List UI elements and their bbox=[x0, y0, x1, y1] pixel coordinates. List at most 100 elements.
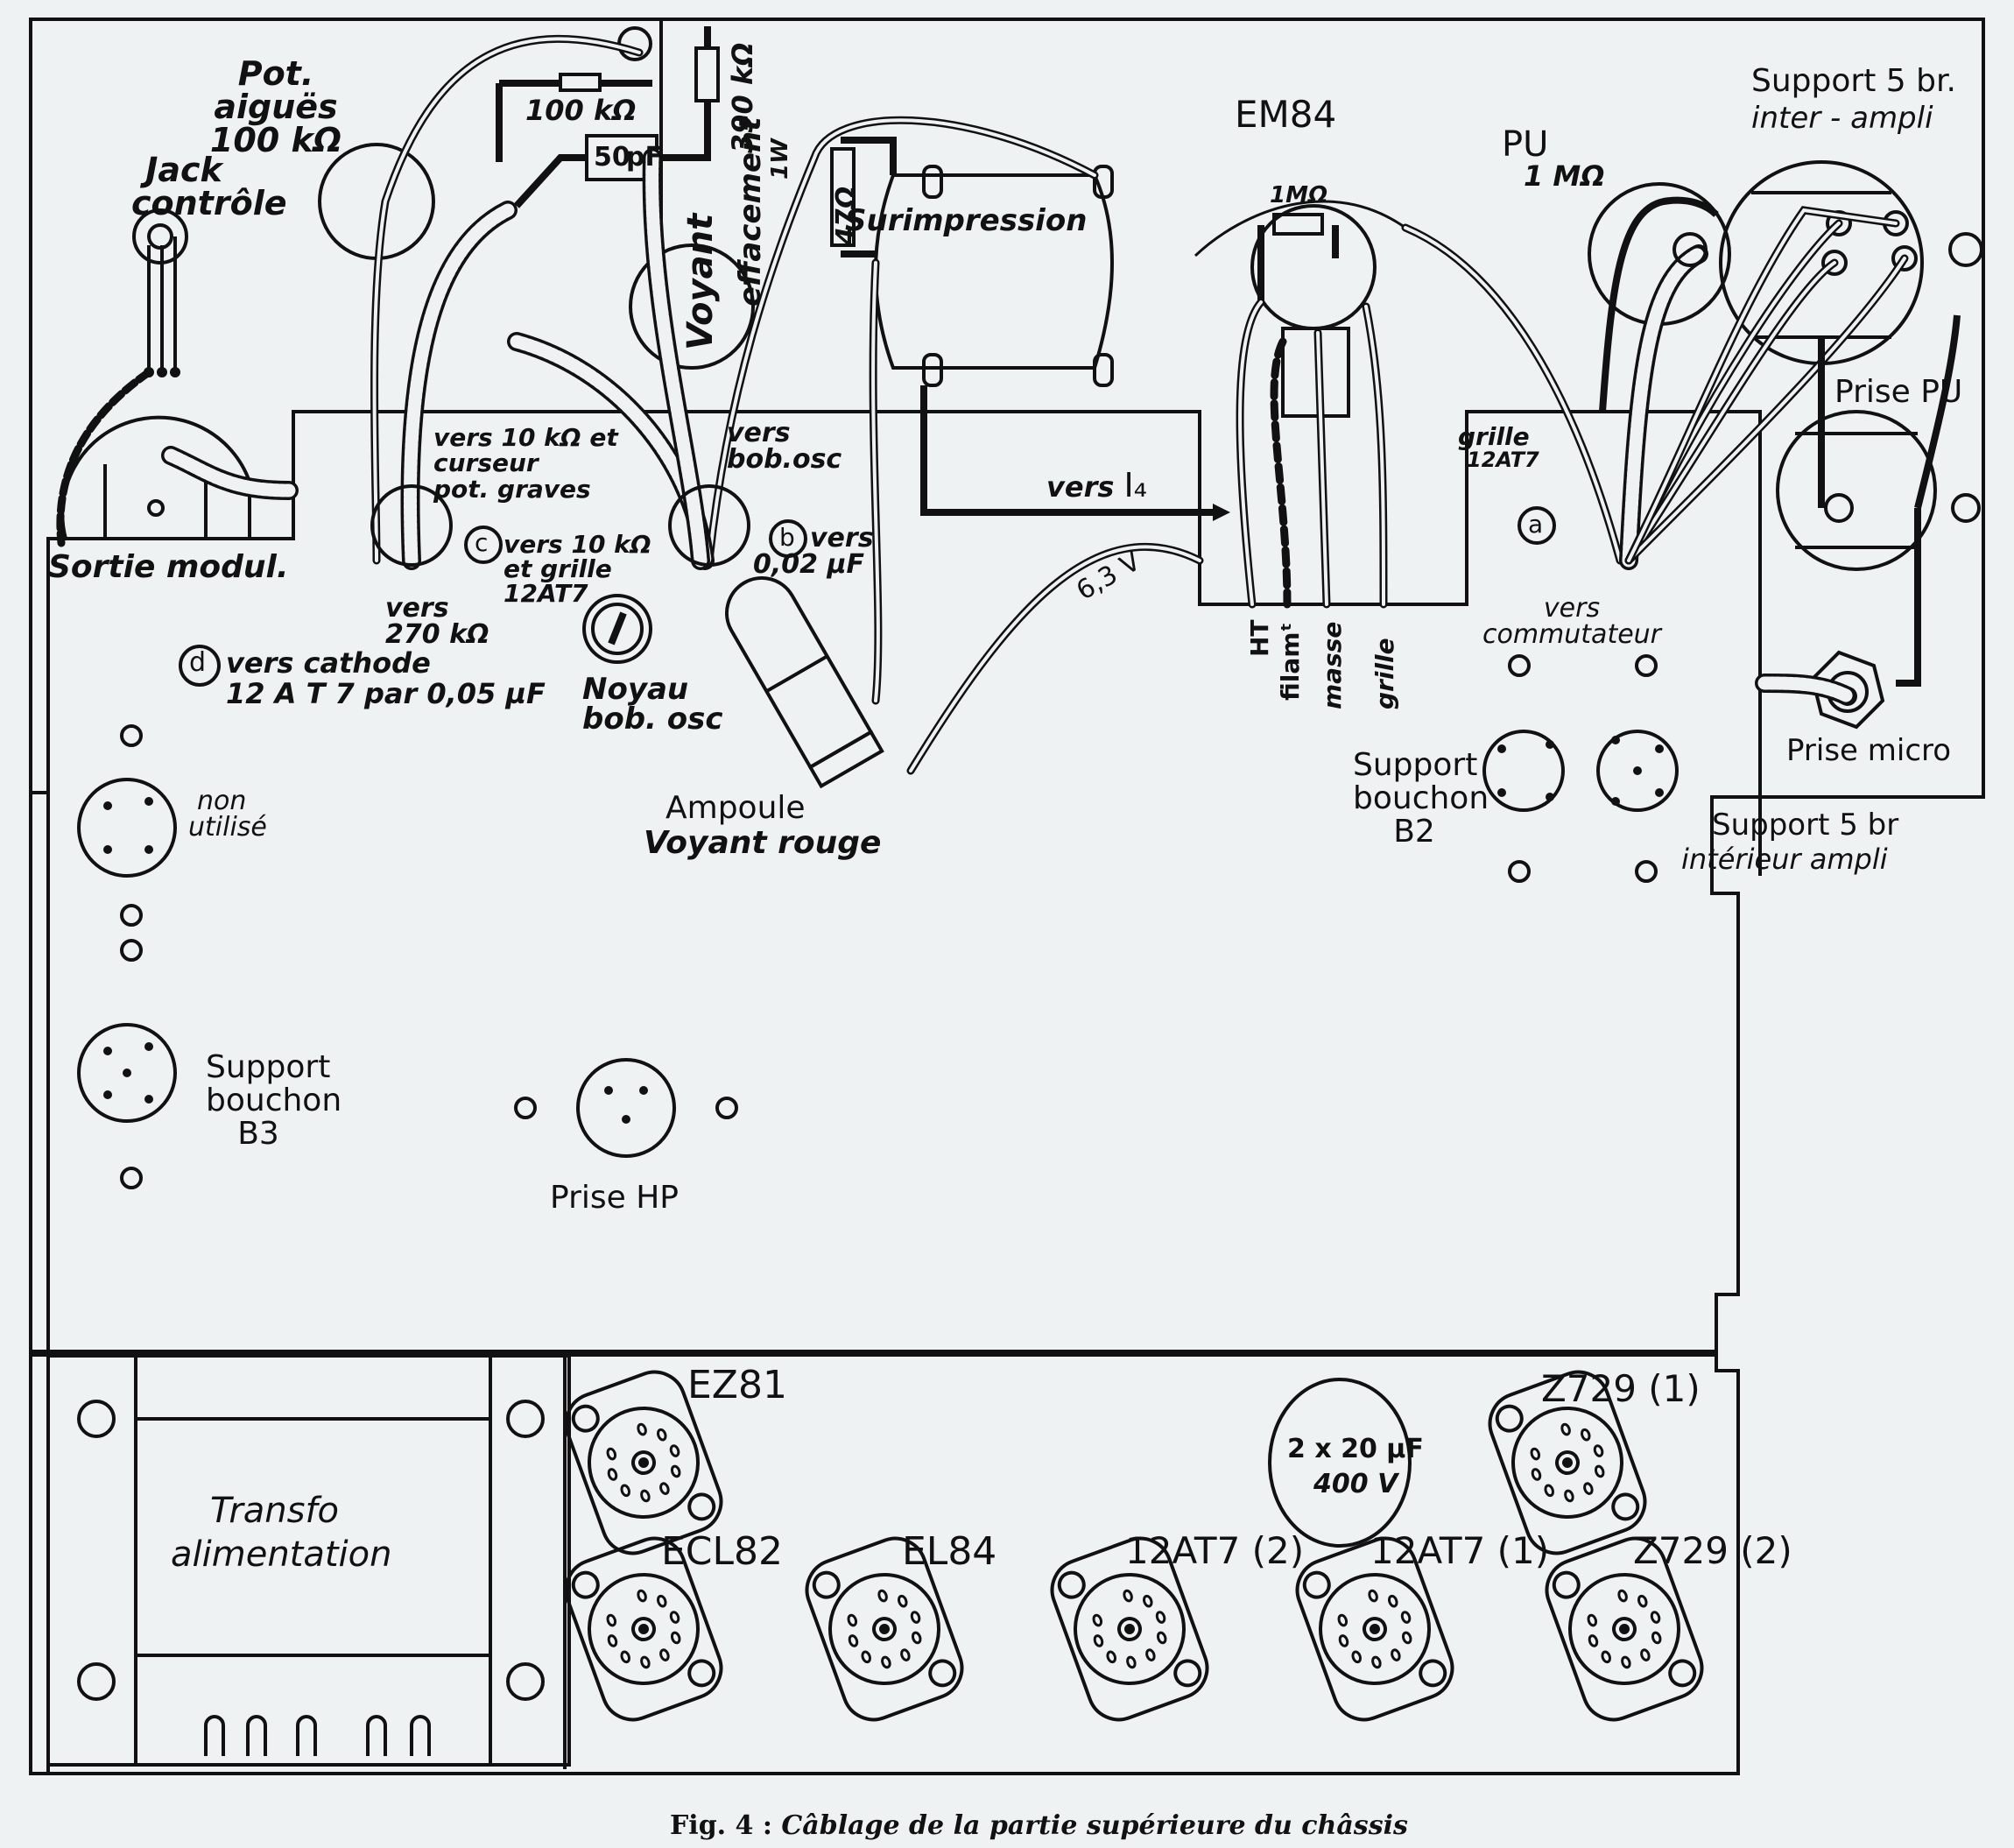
tube-pin bbox=[897, 1594, 908, 1608]
tube-socket-z729-1 bbox=[1488, 1370, 1647, 1555]
tube-pin bbox=[640, 1655, 651, 1669]
tube-pin bbox=[877, 1589, 888, 1603]
em84-wire-masse: masse bbox=[1318, 621, 1347, 709]
tube-pin bbox=[1391, 1648, 1401, 1661]
support-5br-top-label: Support 5 br. bbox=[1751, 63, 1956, 99]
tube-pin bbox=[1156, 1631, 1167, 1645]
tube-pin bbox=[1145, 1648, 1156, 1661]
prise-hp bbox=[576, 1058, 676, 1158]
capacitor-voltage-label: 400 V bbox=[1313, 1469, 1398, 1499]
tube-label-ecl82: ECL82 bbox=[661, 1529, 784, 1574]
tube-label-z729-2: Z729 (2) bbox=[1633, 1529, 1792, 1572]
tube-pin bbox=[1640, 1648, 1651, 1661]
tube-pin bbox=[900, 1648, 911, 1661]
support-5br-bottom-label: Support 5 br bbox=[1712, 808, 1899, 843]
marker-c: c bbox=[475, 528, 489, 557]
effacement-label: effacement bbox=[733, 116, 768, 307]
em84-wire-ht: HT bbox=[1245, 619, 1274, 657]
tube-pin bbox=[1400, 1611, 1412, 1624]
cap-50pf-unit: pF bbox=[626, 142, 663, 173]
tube-pin bbox=[1601, 1650, 1612, 1664]
tube-pin bbox=[1564, 1489, 1574, 1503]
transfo-terminals bbox=[204, 1715, 431, 1756]
marker-b: b bbox=[779, 523, 795, 552]
voyant-effacement bbox=[629, 243, 755, 370]
prise-micro-label: Prise micro bbox=[1786, 733, 1952, 768]
em84-wire-grille: grille bbox=[1370, 638, 1399, 709]
tube-socket-el84 bbox=[805, 1536, 964, 1722]
jack-inner bbox=[147, 223, 173, 250]
prise-pu bbox=[1776, 410, 1937, 571]
chassis-outline bbox=[29, 18, 1985, 1775]
tube-pin bbox=[670, 1464, 681, 1478]
transfo-core bbox=[134, 1354, 492, 1767]
tube-pin bbox=[620, 1650, 631, 1664]
tube-socket-ecl82 bbox=[564, 1536, 723, 1722]
tube-pin bbox=[1583, 1482, 1594, 1495]
marker-a-circle bbox=[1518, 506, 1556, 545]
marker-d-circle bbox=[179, 645, 221, 687]
tube-socket-z729-2 bbox=[1545, 1536, 1704, 1722]
em84-resistor-label: 1MΩ bbox=[1270, 182, 1328, 208]
tube-pin bbox=[1126, 1655, 1137, 1669]
tube-pin bbox=[640, 1489, 651, 1503]
resistor-390k bbox=[694, 46, 720, 102]
ampoule-label: Ampoule bbox=[665, 790, 806, 826]
resistor-1m bbox=[1272, 213, 1324, 236]
support-5br-bottom-sublabel: intérieur ampli bbox=[1681, 843, 1888, 876]
marker-a: a bbox=[1528, 510, 1544, 539]
tube-pin bbox=[847, 1613, 858, 1627]
tube-pin bbox=[1530, 1447, 1541, 1461]
tube-label-12at7-1: 12AT7 (1) bbox=[1370, 1529, 1550, 1572]
tube-pin bbox=[1123, 1589, 1133, 1603]
marker-c-circle bbox=[464, 525, 503, 564]
vers-i4-label: vers I₄ bbox=[1046, 466, 1147, 504]
prise-pu-label: Prise PU bbox=[1834, 374, 1963, 410]
tube-pin bbox=[1351, 1650, 1363, 1664]
tube-pin bbox=[656, 1428, 667, 1442]
transfo-label: Transfo bbox=[210, 1491, 340, 1531]
tube-pin bbox=[1637, 1594, 1648, 1608]
resistor-47 bbox=[830, 147, 856, 247]
em84-wire-filament: filamᵗ bbox=[1276, 622, 1305, 701]
prise-hp-label: Prise HP bbox=[550, 1180, 680, 1216]
support-5br-bottom bbox=[1596, 730, 1679, 812]
resistor-1w-label: 1W bbox=[767, 138, 793, 180]
tube-pin bbox=[607, 1634, 618, 1647]
tube-pin bbox=[637, 1589, 647, 1603]
tube-pin bbox=[1368, 1589, 1378, 1603]
surimpression-label: Surimpression bbox=[845, 203, 1088, 238]
tube-pin bbox=[637, 1422, 647, 1436]
sortie-modul-socket bbox=[60, 415, 251, 540]
filter-capacitor bbox=[1268, 1378, 1412, 1548]
chassis-inner-top bbox=[29, 19, 48, 794]
support-b2 bbox=[1482, 730, 1565, 812]
em84-label: EM84 bbox=[1235, 93, 1337, 136]
tube-label-12at7-2: 12AT7 (2) bbox=[1125, 1529, 1305, 1572]
tube-pin bbox=[659, 1482, 670, 1495]
tube-pin bbox=[1594, 1464, 1605, 1478]
tube-pin bbox=[1106, 1650, 1117, 1664]
noyau-bob-osc bbox=[582, 594, 652, 664]
tube-pin bbox=[607, 1468, 618, 1481]
voyant-label: Voyant bbox=[680, 213, 721, 350]
inner-panel bbox=[46, 410, 1762, 1774]
tube-pin bbox=[1155, 1611, 1166, 1624]
support-5br-top-sublabel: inter - ampli bbox=[1751, 101, 1933, 136]
tube-pin bbox=[1544, 1484, 1555, 1498]
tube-pin bbox=[1650, 1611, 1661, 1624]
tube-pin bbox=[911, 1631, 922, 1645]
tube-label-ez81: EZ81 bbox=[687, 1363, 787, 1407]
capacitor-value-label: 2 x 20 µF bbox=[1287, 1434, 1424, 1464]
tube-pin bbox=[1588, 1634, 1599, 1647]
tube-pin bbox=[1337, 1613, 1349, 1627]
tube-pin bbox=[910, 1611, 921, 1624]
tube-pin bbox=[669, 1444, 680, 1457]
